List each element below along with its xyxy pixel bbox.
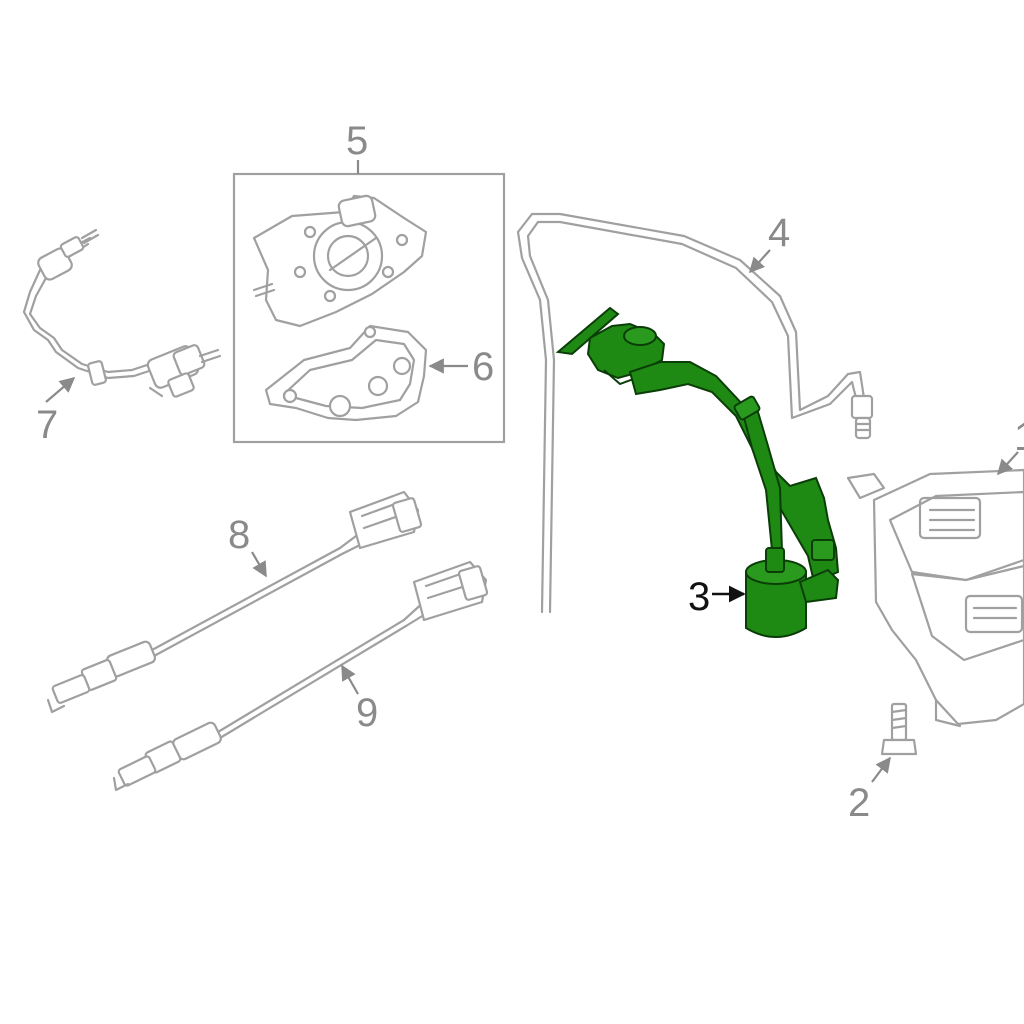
callout-9: 9	[356, 691, 378, 735]
part-3-canister-assembly[interactable]	[555, 306, 840, 638]
sensor-9-plug	[412, 560, 489, 622]
check-valve	[146, 344, 222, 398]
sensor-8-plug	[348, 490, 423, 550]
part-8-oxygen-sensor[interactable]	[46, 490, 423, 714]
callout-8: 8	[228, 513, 250, 557]
callout-7: 7	[36, 403, 58, 447]
callout-4: 4	[768, 211, 790, 255]
line-end-fitting	[850, 394, 874, 440]
callout-1: 1	[1014, 415, 1024, 459]
part-6-gasket[interactable]	[264, 324, 428, 422]
callout-6: 6	[472, 345, 494, 389]
module-pads	[918, 496, 1024, 634]
sensor-8-probe	[46, 640, 157, 714]
part-2-bolt[interactable]	[880, 702, 918, 756]
callout-2: 2	[848, 781, 870, 825]
inset-box-5	[232, 172, 506, 444]
leader-9	[341, 664, 359, 695]
callout-5: 5	[346, 119, 368, 163]
sensor-9-probe	[112, 721, 222, 792]
leader-8	[251, 551, 267, 578]
leader-7	[45, 376, 76, 403]
part-5-pump-assembly[interactable]	[252, 194, 428, 328]
connector-upper	[37, 228, 100, 281]
part-9-oxygen-sensor[interactable]	[112, 560, 489, 792]
leader-1	[996, 451, 1019, 476]
part-7-vacuum-hose[interactable]	[22, 228, 222, 398]
leader-4	[748, 249, 771, 274]
callout-3: 3	[688, 575, 710, 619]
part-4-vacuum-line[interactable]	[516, 212, 874, 614]
leader-2	[871, 756, 891, 783]
part-1-control-module[interactable]	[846, 468, 1024, 728]
